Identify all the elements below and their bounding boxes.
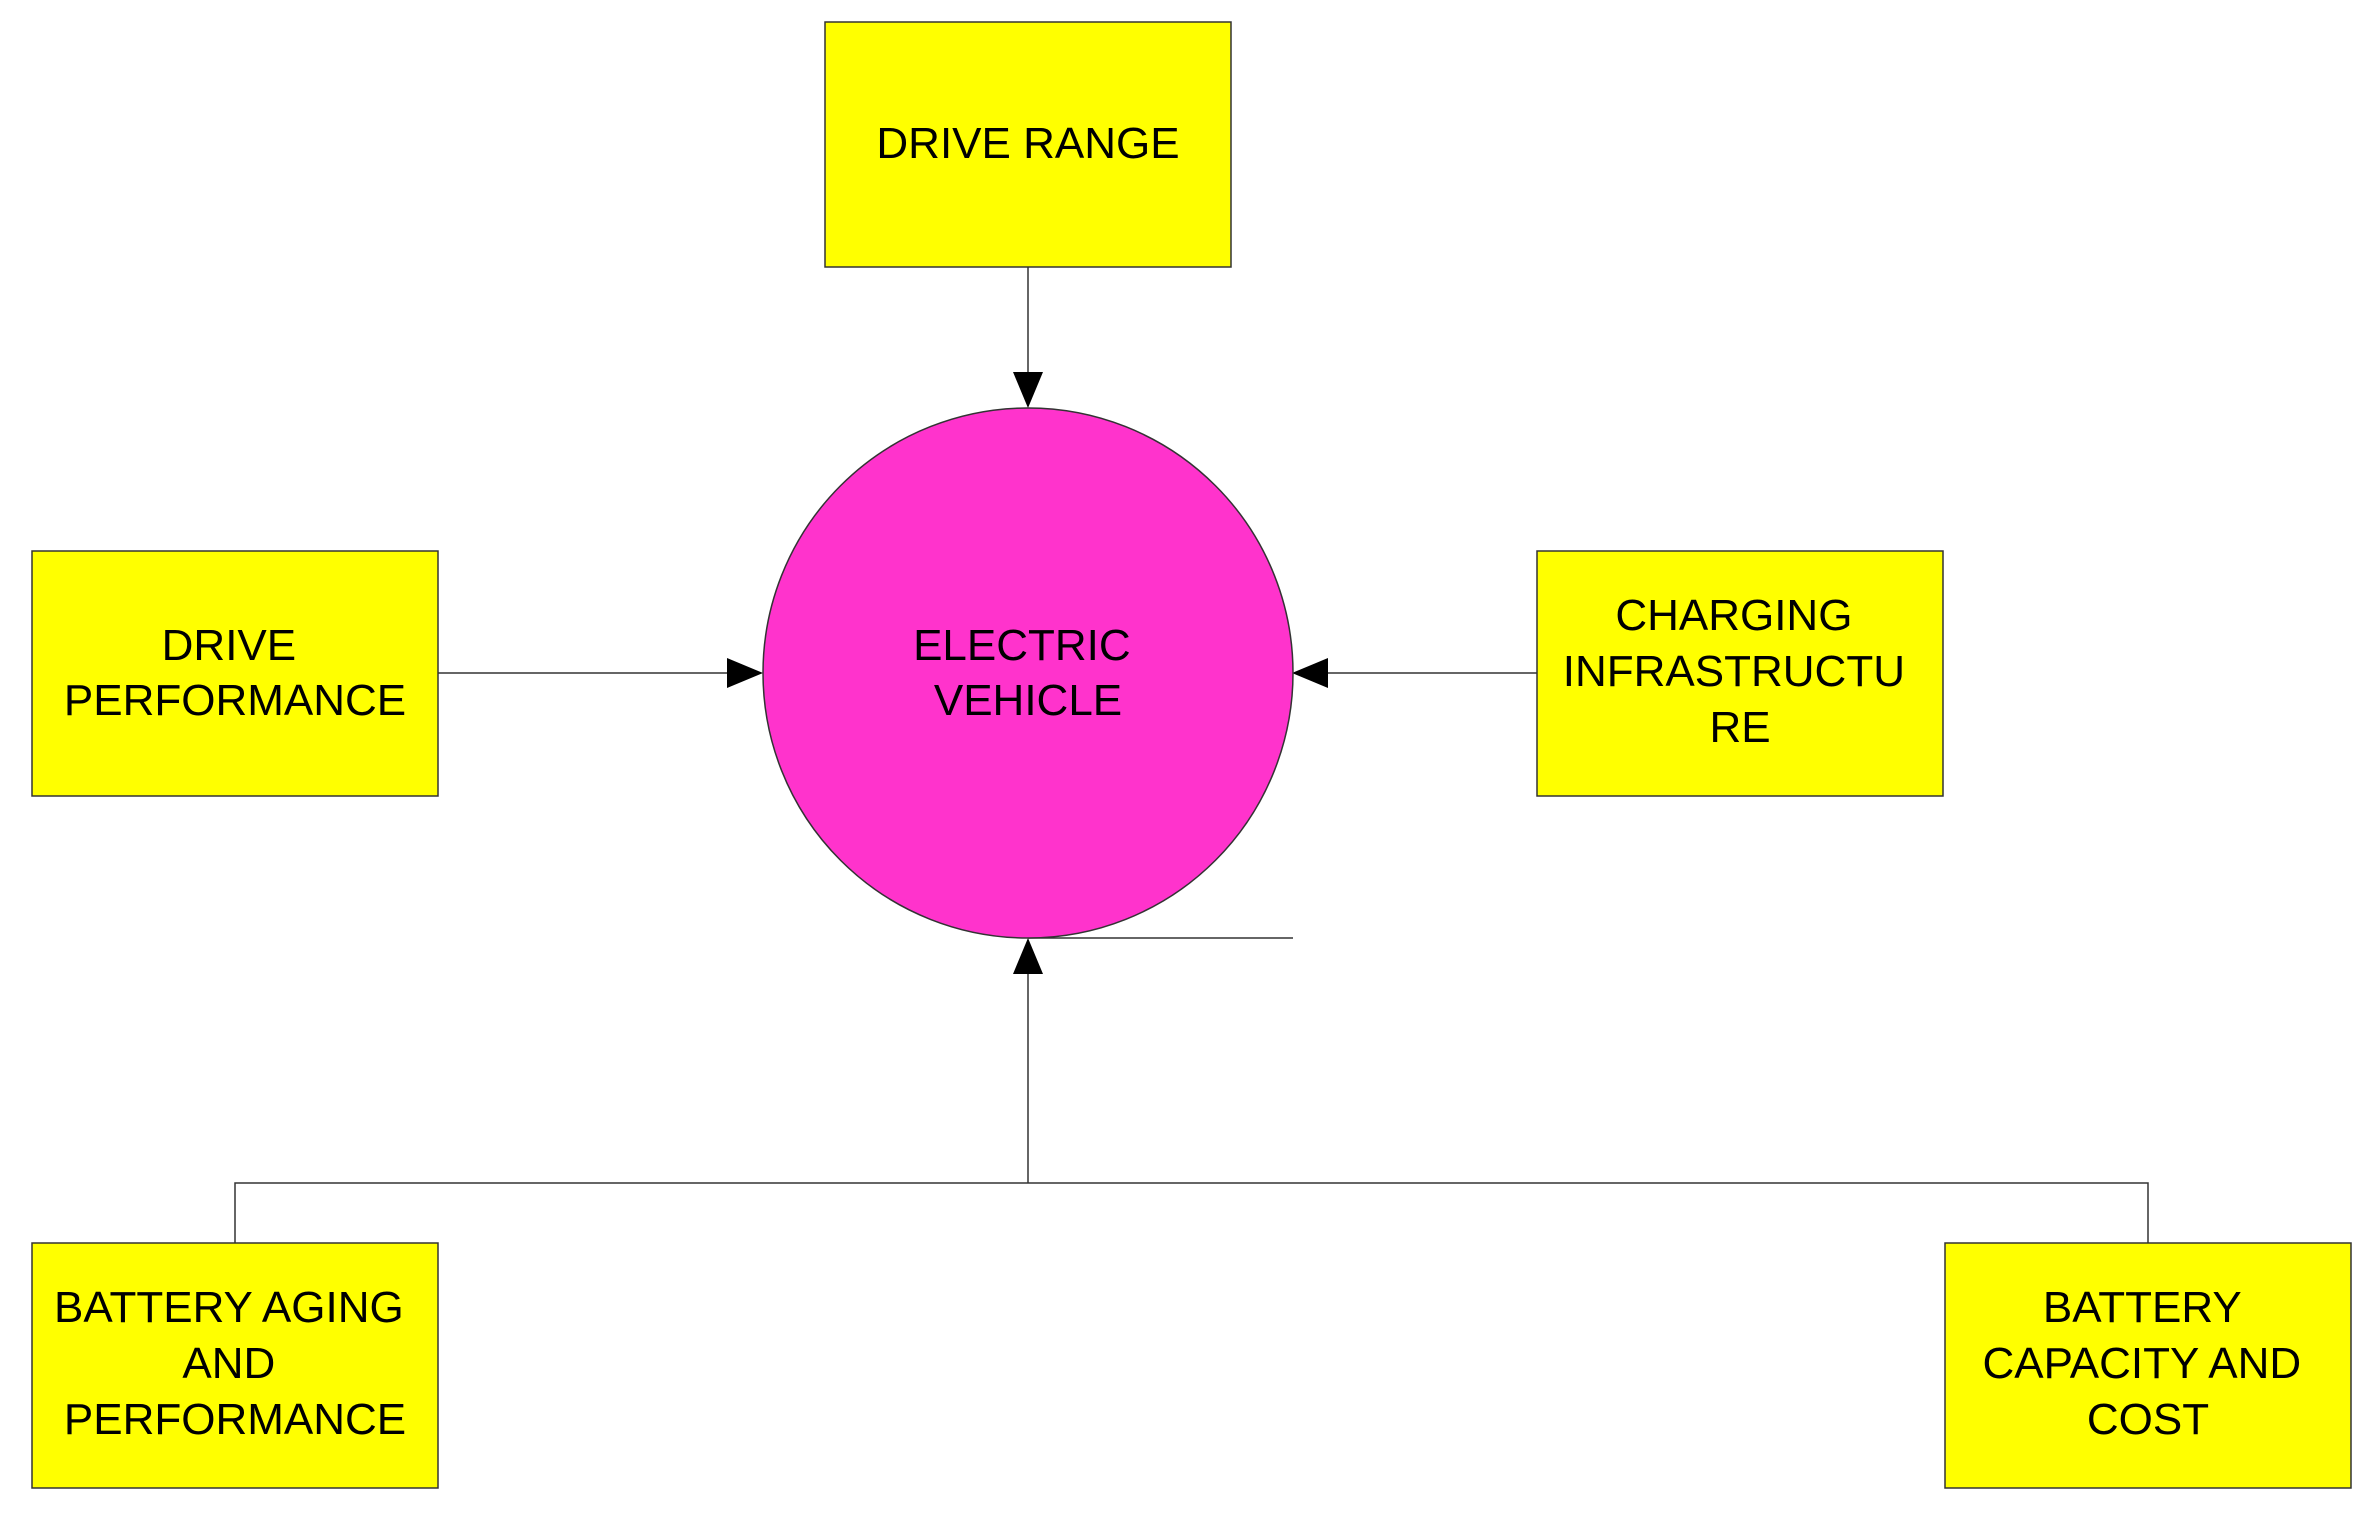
box-label-line: BATTERY xyxy=(2043,1283,2242,1332)
connector-battery-aging xyxy=(234,1182,1028,1243)
connectors xyxy=(234,267,2149,1243)
box-drive-range-label: DRIVE RANGE xyxy=(876,119,1179,168)
box-charging-infrastructure-label: CHARGING INFRASTRUCTU RE xyxy=(1563,591,1917,752)
box-battery-aging-label: BATTERY AGING AND PERFORMANCE xyxy=(54,1283,416,1444)
arrowhead-drive-performance xyxy=(727,658,763,688)
box-label-line: CHARGING xyxy=(1615,591,1852,640)
hub-electric-vehicle: ELECTRIC VEHICLE xyxy=(762,407,1294,939)
box-label-line: RE xyxy=(1709,703,1770,752)
box-label-line: PERFORMANCE xyxy=(64,1395,406,1444)
box-label-line: DRIVE RANGE xyxy=(876,119,1179,168)
box-battery-capacity: BATTERY CAPACITY AND COST xyxy=(1944,1242,2352,1489)
box-label-line: PERFORMANCE xyxy=(64,676,406,725)
box-drive-performance-label: DRIVE PERFORMANCE xyxy=(64,621,406,725)
connector-battery-capacity xyxy=(1028,1182,2149,1243)
box-drive-performance: DRIVE PERFORMANCE xyxy=(31,550,439,797)
box-label-line: COST xyxy=(2087,1395,2209,1444)
arrowhead-battery-trunk xyxy=(1013,938,1043,974)
box-label-line: BATTERY AGING xyxy=(54,1283,404,1332)
box-battery-aging-rect xyxy=(31,1242,439,1489)
box-label-line: DRIVE xyxy=(162,621,296,670)
box-drive-range-rect xyxy=(824,21,1232,268)
box-drive-range: DRIVE RANGE xyxy=(824,21,1232,268)
box-battery-capacity-rect xyxy=(1944,1242,2352,1489)
arrowhead-drive-range xyxy=(1013,372,1043,408)
box-charging-infrastructure-rect xyxy=(1536,550,1944,797)
box-label-line: AND xyxy=(182,1339,275,1388)
hub-label-line: VEHICLE xyxy=(934,676,1122,725)
box-label-line: CAPACITY AND xyxy=(1983,1339,2302,1388)
box-battery-aging: BATTERY AGING AND PERFORMANCE xyxy=(31,1242,439,1489)
box-battery-capacity-label: BATTERY CAPACITY AND COST xyxy=(1983,1283,2314,1444)
arrowhead-charging-infrastructure xyxy=(1292,658,1328,688)
hub-label-line: ELECTRIC xyxy=(913,621,1131,670)
box-charging-infrastructure: CHARGING INFRASTRUCTU RE xyxy=(1536,550,1944,797)
box-label-line: INFRASTRUCTU xyxy=(1563,647,1905,696)
hub-label: ELECTRIC VEHICLE xyxy=(913,621,1143,725)
hub-circle xyxy=(762,407,1294,939)
box-drive-performance-rect xyxy=(31,550,439,797)
